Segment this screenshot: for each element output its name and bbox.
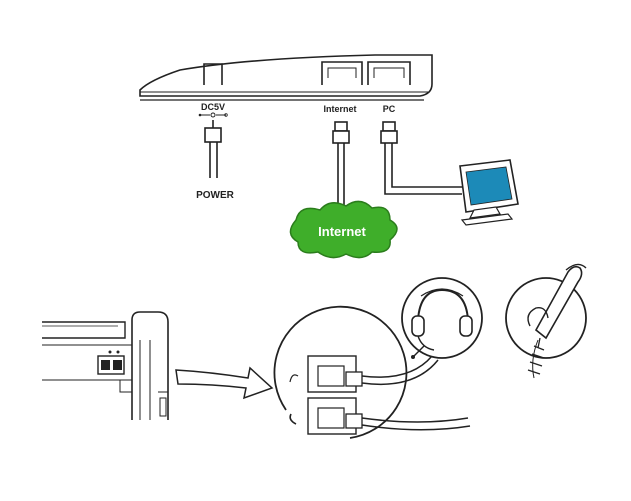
dc-polarity-icon [198, 112, 228, 118]
headset-icon [401, 277, 483, 359]
dc-port-label: DC5V [201, 102, 225, 112]
handset-icon [505, 263, 587, 379]
ethernet-plug-icon [332, 121, 350, 214]
phone-base-rear [139, 54, 433, 101]
internet-cloud [289, 200, 398, 259]
pc-ethernet-cable [380, 121, 462, 195]
dc-jack [203, 63, 223, 85]
pc-port-label: PC [383, 104, 396, 114]
internet-port [321, 61, 363, 85]
jack-closeup [273, 305, 471, 439]
headset-port-icon [289, 374, 299, 383]
power-plug-icon [204, 120, 222, 178]
monitor-icon [459, 159, 519, 226]
handset-port-icon [289, 413, 297, 425]
internet-cloud-label: Internet [318, 224, 366, 239]
pc-port [367, 61, 411, 85]
phone-side-view [42, 311, 169, 420]
internet-port-label: Internet [323, 104, 356, 114]
arrow-icon [175, 366, 274, 400]
power-label: POWER [196, 190, 235, 201]
